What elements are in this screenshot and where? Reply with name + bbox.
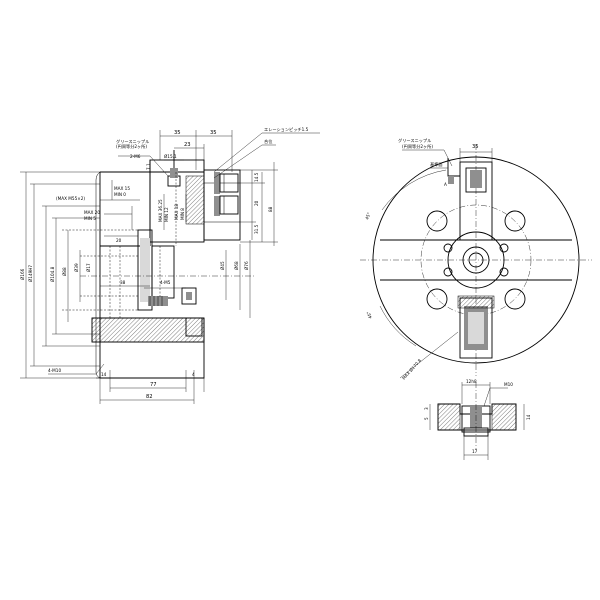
dim-14-detail: 14 <box>526 414 531 420</box>
label-min5: MIN 5 <box>84 216 96 221</box>
note-aibuta: 合位 <box>264 138 272 145</box>
dim-3: 3 <box>424 407 429 410</box>
label-max-m55: (MAX M55×2) <box>56 196 85 201</box>
label-max15: MAX 15 <box>114 186 130 191</box>
dim-20-inner: 20 <box>116 238 122 243</box>
dim-82: 82 <box>146 394 153 400</box>
dim-phi149h7: Ø149H7 <box>28 265 33 282</box>
label-min0: MIN 0 <box>114 192 126 197</box>
label-7-1: 7.1 <box>146 163 151 170</box>
dim-38: 38 <box>120 280 126 285</box>
dim-35-right: 35 <box>472 144 479 150</box>
label-2-m6: 2-M6 <box>130 154 141 159</box>
jaw-detail-view <box>429 382 525 460</box>
label-phi15-1: Ø15.1 <box>164 154 177 159</box>
note-elevation-pitch: エレーションピッチ1.5 <box>264 127 309 133</box>
grease-nipple-label-right: グリースニップル <box>398 137 431 144</box>
label-kijun: 基準面 <box>430 161 443 168</box>
grease-note-right: (円周等分2ヶ所) <box>402 143 433 150</box>
label-max20: MAX 20 <box>84 210 100 215</box>
dim-35-b: 35 <box>210 130 217 136</box>
dim-phi166: Ø166 <box>20 268 25 280</box>
dim-14: 14 <box>101 372 107 377</box>
dim-14-5: 14.5 <box>254 172 259 182</box>
label-min12: MIN 12 <box>164 207 169 222</box>
dim-4: 4 <box>192 372 195 377</box>
label-45-b: 45° <box>366 311 373 320</box>
dim-20: 20 <box>254 200 259 206</box>
label-4-m10: 4-M10 <box>48 368 61 373</box>
dim-phi45: Ø45 <box>220 261 225 270</box>
dim-77: 77 <box>150 382 157 388</box>
dim-12h8: 12h8 <box>466 379 477 384</box>
dim-phi88: Ø88 <box>62 267 67 276</box>
front-view <box>360 144 592 379</box>
label-a-mark: A <box>444 182 447 187</box>
dim-35-a: 35 <box>174 130 181 136</box>
dim-23: 23 <box>184 142 191 148</box>
label-m10-detail: M10 <box>504 382 513 387</box>
dim-88: 88 <box>268 206 273 212</box>
dim-phi68: Ø68 <box>234 261 239 270</box>
dim-phi76: Ø76 <box>244 261 249 270</box>
label-min8: MIN 8 <box>180 208 185 220</box>
label-4-m5: 4-M5 <box>160 280 171 285</box>
dim-31-5: 31.5 <box>254 224 259 234</box>
dim-phi39: Ø39 <box>74 263 79 272</box>
label-45-a: 45° <box>364 212 371 221</box>
dim-phi17: Ø17 <box>86 263 91 272</box>
label-max18: MAX 18 <box>174 204 179 220</box>
dim-5: 5 <box>424 417 429 420</box>
grease-nipple-label-left: グリースニップル <box>116 138 149 145</box>
label-max36: MAX 36.25 <box>158 199 163 222</box>
side-section-view <box>20 130 320 404</box>
label-max-phi: MAX Ø170.8 <box>401 358 422 381</box>
dim-17: 17 <box>472 449 478 454</box>
dimension-labels: 35 35 23 エレーションピッチ1.5 合位 グリースニップル (円周等分2… <box>20 127 531 454</box>
grease-note-left: (円周等分2ヶ所) <box>116 143 147 150</box>
dim-phi104-8: Ø104.8 <box>50 266 55 282</box>
